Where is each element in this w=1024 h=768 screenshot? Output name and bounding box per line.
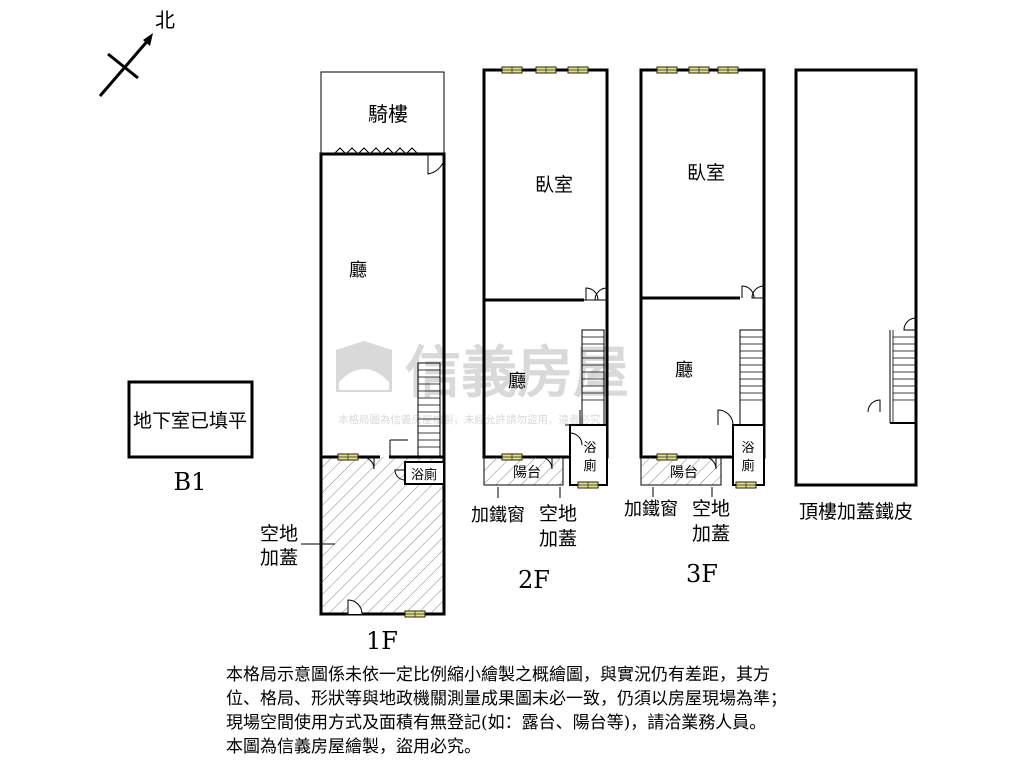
watermark-brand: 信義房屋 [405,341,629,406]
2f-iron-window-label: 加鐵窗 [471,505,525,526]
2f-living-label: 廳 [508,371,526,392]
disclaimer: 本格局示意圖係未依一定比例縮小繪製之概繪圖，與實況仍有差距，其方 位、格局、形狀… [226,663,1006,759]
3f-open-space-line2: 加蓋 [692,523,730,545]
2f-floor-label: 2F [518,566,550,594]
watermark: 信義房屋 本格局圖為信義房屋繪製，未經允許請勿盜用，違者必究 [336,341,629,426]
1f-open-space-line2: 加蓋 [260,547,298,569]
floor-rooftop: 頂樓加蓋鐵皮 [794,68,918,523]
2f-bathroom-label-2: 廁 [583,458,596,474]
2f-open-space-line2: 加蓋 [539,528,577,550]
1f-floor-label: 1F [366,627,398,655]
1f-open-space-line1: 空地 [260,523,298,545]
2f-bathroom-label-1: 浴 [583,441,596,456]
disclaimer-line-1: 本格局示意圖係未依一定比例縮小繪製之概繪圖，與實況仍有差距，其方 [226,665,770,685]
2f-balcony-label: 陽台 [513,465,541,481]
b1-room-label: 地下室已填平 [133,410,247,432]
2f-open-space-line1: 空地 [539,503,577,525]
3f-floor-label: 3F [686,560,718,588]
house-logo-icon [336,341,392,392]
rooftop-label: 頂樓加蓋鐵皮 [799,501,913,523]
1f-arcade-label: 騎樓 [368,102,408,126]
3f-bedroom-label: 臥室 [687,162,725,184]
3f-bathroom-label-2: 廁 [741,458,754,474]
3f-living-label: 廳 [675,360,693,381]
3f-iron-window-label: 加鐵窗 [624,499,678,520]
b1-floor-label: B1 [174,468,207,496]
floor-b1: 地下室已填平 B1 [127,380,254,496]
floor-1f: 騎樓 浴廁 廳 空地 加蓋 [260,71,446,655]
3f-open-space-line1: 空地 [692,498,730,520]
disclaimer-line-4: 本圖為信義房屋繪製，盜用必究。 [226,737,481,757]
3f-bathroom-label-1: 浴 [741,441,754,456]
1f-bathroom-label: 浴廁 [411,467,437,483]
floor-2f: 臥室 廳 浴 廁 陽台 加鐵窗 空地 加蓋 2F [471,66,609,594]
3f-balcony-label: 陽台 [670,465,698,481]
disclaimer-line-3: 現場空間使用方式及面積有無登記(如：露台、陽台等)，請洽業務人員。 [226,713,767,733]
disclaimer-line-2: 位、格局、形狀等與地政機關測量成果圖未必一致，仍須以房屋現場為準； [226,689,787,709]
north-label: 北 [155,8,175,32]
north-arrow-icon [98,33,153,97]
floor-3f: 臥室 廳 浴 廁 陽台 加鐵窗 空地 加蓋 3F [624,66,766,588]
watermark-notice: 本格局圖為信義房屋繪製，未經允許請勿盜用，違者必究 [338,413,601,426]
2f-bedroom-label: 臥室 [535,174,573,196]
1f-living-label: 廳 [349,260,367,281]
